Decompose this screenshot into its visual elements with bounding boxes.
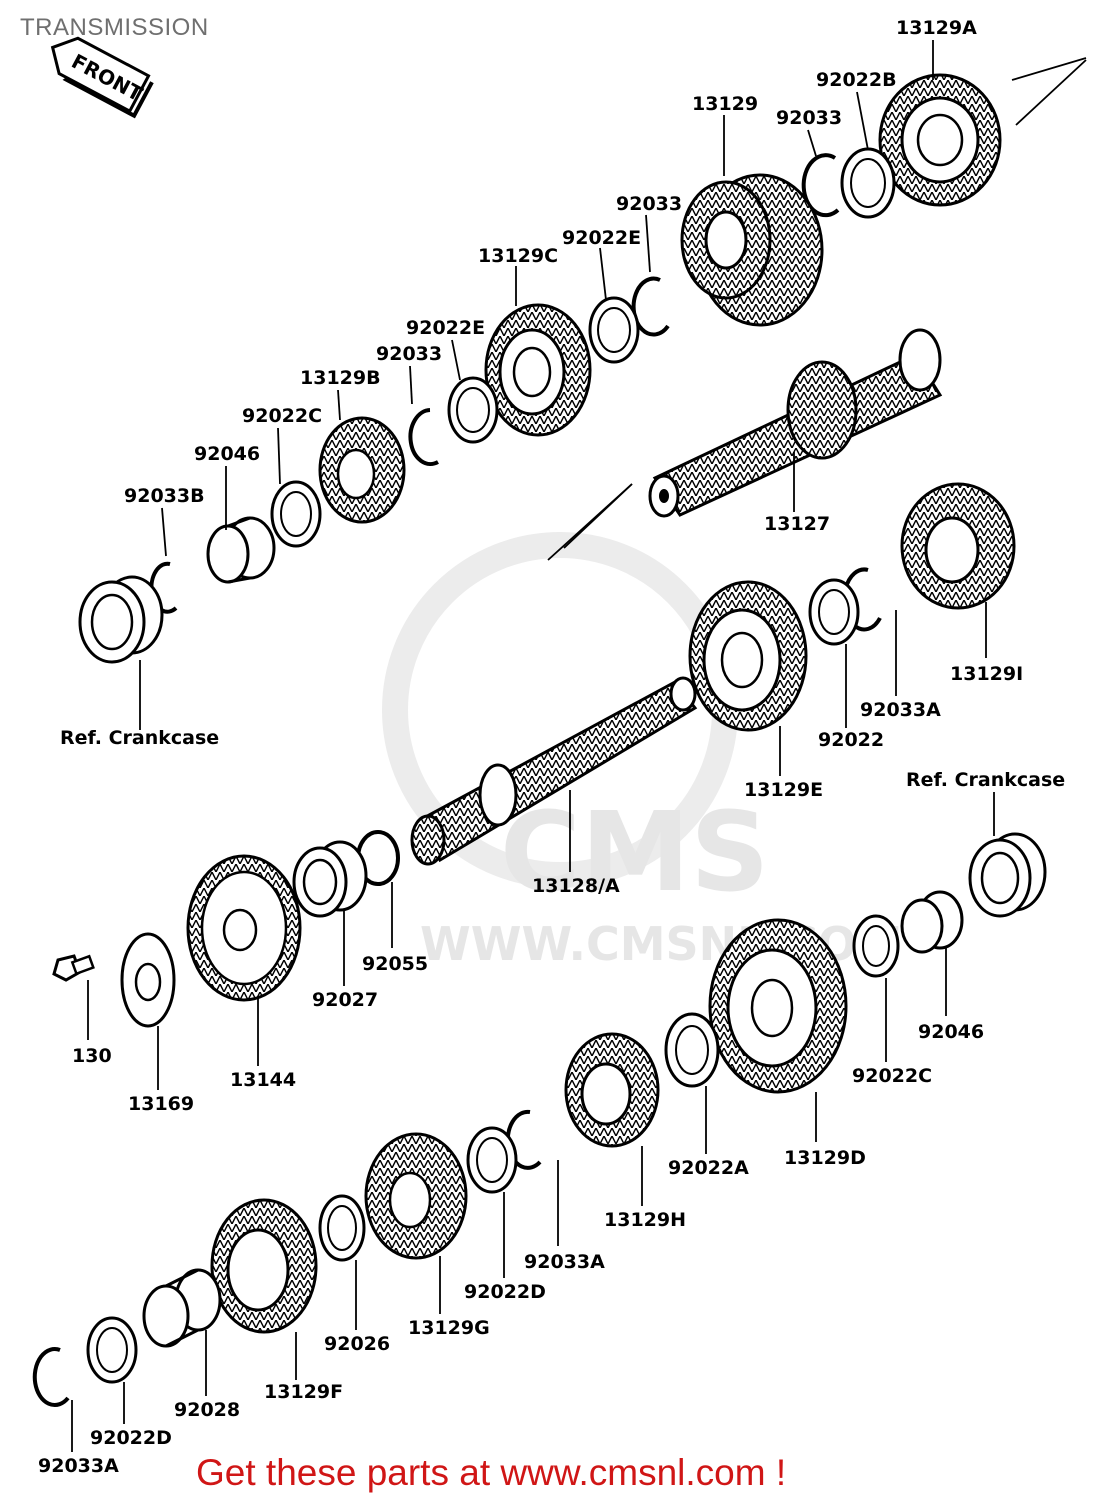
- label-92033-lower: 92033: [376, 343, 442, 365]
- sprocket-13144[interactable]: [186, 854, 302, 1002]
- label-92033-top: 92033: [776, 107, 842, 129]
- washer-92022E-upper[interactable]: [588, 296, 640, 364]
- circlip-92033-top[interactable]: [801, 153, 840, 218]
- label-13127: 13127: [764, 513, 830, 535]
- washer-92022A[interactable]: [664, 1012, 720, 1088]
- bushing-92028[interactable]: [142, 1268, 222, 1348]
- washer-92022[interactable]: [808, 578, 860, 646]
- label-13144: 13144: [230, 1069, 296, 1091]
- label-92028: 92028: [174, 1399, 240, 1421]
- promo-link-text[interactable]: Get these parts at www.cmsnl.com !: [196, 1452, 787, 1493]
- gear-13129C[interactable]: [484, 303, 592, 437]
- collar-92027[interactable]: [292, 840, 368, 918]
- label-92033A-upper: 92033A: [860, 699, 941, 721]
- shaft-13128A[interactable]: [410, 676, 698, 866]
- label-92022D-upper: 92022D: [464, 1281, 546, 1303]
- label-13129B: 13129B: [300, 367, 381, 389]
- gear-13129H[interactable]: [564, 1032, 660, 1148]
- label-92033A-lower: 92033A: [38, 1455, 119, 1477]
- gear-13129D[interactable]: [708, 918, 848, 1094]
- label-92022E-upper: 92022E: [562, 227, 641, 249]
- label-13128A: 13128/A: [532, 875, 620, 897]
- page-title: TRANSMISSION: [20, 14, 209, 41]
- label-92022E-lower: 92022E: [406, 317, 485, 339]
- label-92046-upper: 92046: [194, 443, 260, 465]
- gear-13129[interactable]: [680, 173, 824, 327]
- shaft-13127[interactable]: [648, 328, 943, 518]
- front-arrow: FRONT: [50, 36, 154, 119]
- circlip-92033-lower[interactable]: [408, 408, 439, 466]
- label-13129D: 13129D: [784, 1147, 866, 1169]
- label-ref-crankcase-left: Ref. Crankcase: [60, 727, 219, 749]
- label-ref-crankcase-right: Ref. Crankcase: [906, 769, 1065, 791]
- part-labels: 13129A 92022B 13129 92033 92033 92022E 1…: [38, 17, 1065, 1477]
- bearing-ref-crankcase-left[interactable]: [78, 575, 164, 664]
- leader-lines: [71, 40, 995, 1452]
- bolt-130[interactable]: [52, 954, 95, 982]
- washer-92022C-lower[interactable]: [852, 914, 900, 978]
- washer-92022D-lower[interactable]: [86, 1316, 138, 1384]
- label-92022B: 92022B: [816, 69, 897, 91]
- needle-bearing-92046-lower[interactable]: [900, 890, 964, 954]
- circlip-92033A-lower[interactable]: [32, 1347, 70, 1407]
- gear-13129B[interactable]: [318, 416, 406, 524]
- label-92033B: 92033B: [124, 485, 205, 507]
- label-92022C-upper: 92022C: [242, 405, 322, 427]
- washer-92022C-upper[interactable]: [270, 480, 322, 548]
- label-92022: 92022: [818, 729, 884, 751]
- label-92027: 92027: [312, 989, 378, 1011]
- gear-13129I[interactable]: [900, 482, 1016, 610]
- label-13129A: 13129A: [896, 17, 977, 39]
- assembly-pointers: [547, 57, 1087, 561]
- label-92022A: 92022A: [668, 1157, 749, 1179]
- label-13169: 13169: [128, 1093, 194, 1115]
- bearing-ref-crankcase-right[interactable]: [968, 832, 1047, 918]
- washer-92022B[interactable]: [840, 147, 896, 219]
- label-13129C: 13129C: [478, 245, 558, 267]
- gear-13129F[interactable]: [210, 1198, 318, 1334]
- gear-13129A[interactable]: [878, 73, 1002, 207]
- label-92033A-mid: 92033A: [524, 1251, 605, 1273]
- label-92022D-lower: 92022D: [90, 1427, 172, 1449]
- lock-plate-13169[interactable]: [120, 932, 176, 1028]
- washer-92022E-lower[interactable]: [447, 376, 499, 444]
- label-92026: 92026: [324, 1333, 390, 1355]
- label-13129I: 13129I: [950, 663, 1023, 685]
- label-92033-mid: 92033: [616, 193, 682, 215]
- label-92055: 92055: [362, 953, 428, 975]
- needle-bearing-92046-upper[interactable]: [206, 516, 276, 584]
- label-130: 130: [72, 1045, 112, 1067]
- gear-13129G[interactable]: [364, 1132, 468, 1260]
- label-13129G: 13129G: [408, 1317, 490, 1339]
- label-13129: 13129: [692, 93, 758, 115]
- gear-13129E[interactable]: [688, 580, 808, 732]
- washer-92022D-upper[interactable]: [466, 1126, 518, 1194]
- watermark-brand: CMS: [500, 788, 769, 916]
- washer-92026[interactable]: [318, 1194, 366, 1262]
- label-13129F: 13129F: [264, 1381, 343, 1403]
- label-92022C-lower: 92022C: [852, 1065, 932, 1087]
- label-13129E: 13129E: [744, 779, 823, 801]
- label-13129H: 13129H: [604, 1209, 686, 1231]
- label-92046-lower: 92046: [918, 1021, 984, 1043]
